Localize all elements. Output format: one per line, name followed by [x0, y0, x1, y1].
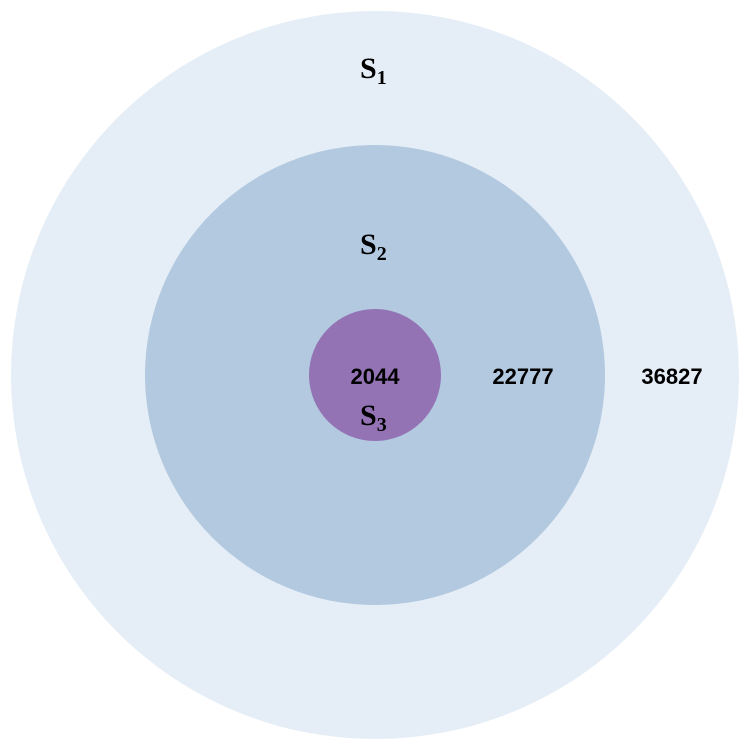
- set-s2-label: S2: [360, 228, 387, 265]
- set-s3-label: S3: [360, 399, 387, 436]
- set-s3-count: 2044: [351, 364, 401, 389]
- set-s3-circle: [309, 309, 441, 441]
- set-s3-letter: S: [360, 399, 377, 432]
- set-s2-letter: S: [360, 228, 377, 261]
- set-s1-subscript: 1: [377, 67, 387, 89]
- set-s3-subscript: 3: [377, 414, 387, 436]
- set-s1-label: S1: [360, 52, 387, 89]
- set-s2-count: 22777: [492, 364, 553, 389]
- set-s1-count: 36827: [641, 364, 702, 389]
- set-s1-letter: S: [360, 52, 377, 85]
- set-s2-subscript: 2: [377, 243, 387, 265]
